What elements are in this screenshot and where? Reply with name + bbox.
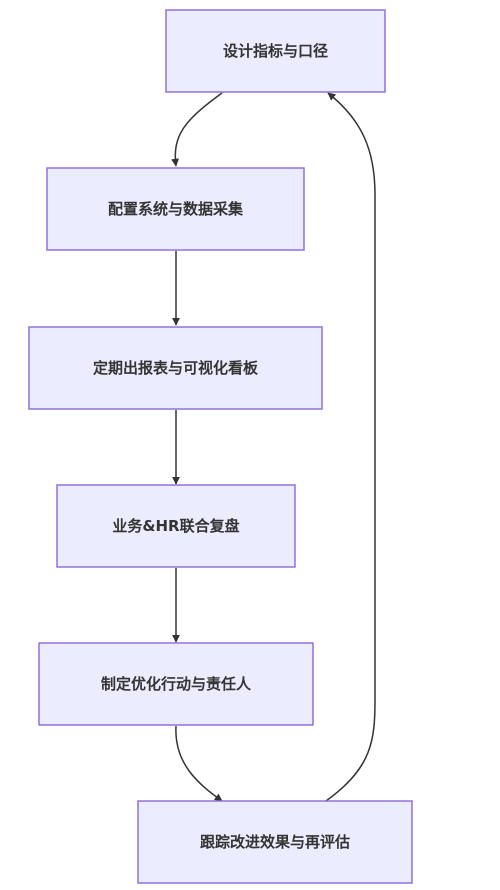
- node-configure[interactable]: 配置系统与数据采集: [46, 167, 305, 251]
- node-design[interactable]: 设计指标与口径: [165, 9, 386, 93]
- node-action[interactable]: 制定优化行动与责任人: [38, 642, 314, 726]
- edge-design-to-configure: [171, 92, 223, 167]
- node-review[interactable]: 业务&HR联合复盘: [56, 484, 296, 568]
- node-action-label: 制定优化行动与责任人: [101, 675, 252, 693]
- node-design-label: 设计指标与口径: [223, 42, 328, 60]
- node-track[interactable]: 跟踪改进效果与再评估: [137, 800, 413, 884]
- node-track-label: 跟踪改进效果与再评估: [200, 833, 350, 851]
- node-report-label: 定期出报表与可视化看板: [93, 359, 259, 377]
- edge-track-to-design: [325, 92, 376, 802]
- edge-action-to-track: [175, 725, 223, 802]
- node-review-label: 业务&HR联合复盘: [112, 517, 239, 535]
- node-report[interactable]: 定期出报表与可视化看板: [28, 326, 323, 410]
- node-configure-label: 配置系统与数据采集: [108, 200, 244, 218]
